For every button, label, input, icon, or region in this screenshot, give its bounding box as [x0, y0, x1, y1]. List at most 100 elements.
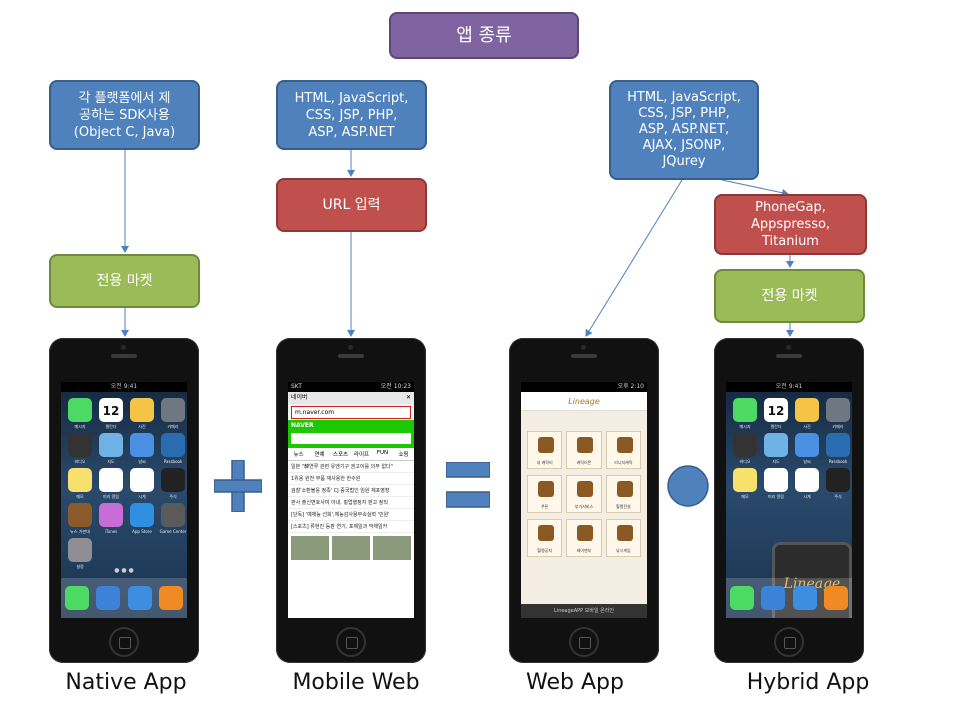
calendar-date: 12: [102, 404, 120, 418]
item-label: 쿠폰: [540, 504, 549, 509]
ios-app-icon: 날씨: [130, 433, 154, 464]
android-status-bar: SKT 오전 10:23: [288, 382, 414, 392]
arrow-webapp-tech-to-phone: [585, 179, 683, 337]
dock-app-icon: [159, 586, 184, 610]
ios-app-icon: 지도: [764, 433, 788, 464]
ios-app-label: 미리 알림: [103, 494, 119, 499]
item-label: 캐릭터몬: [576, 460, 592, 465]
web-app-menu-item: 혈맹전설: [605, 475, 641, 513]
item-label: 혈맹공지: [537, 548, 553, 553]
ios-app-icon: 사진: [795, 398, 819, 429]
item-icon: [616, 481, 633, 497]
camera-dot: [121, 345, 126, 350]
item-icon: [538, 481, 554, 497]
home-button: [569, 627, 599, 657]
ios-app-label: 지도: [772, 459, 780, 464]
ios-app-icon: 미리 알림: [764, 468, 788, 499]
ios-app-label: 메시지: [74, 424, 86, 429]
dock-app-icon: [127, 586, 152, 610]
ios-app-icon: iTunes: [99, 503, 123, 534]
web-app-menu-item: 내 캐릭터: [527, 431, 563, 469]
news-headline: 판사 출신변호사여 아내, 횡업행정지 판고 정직: [288, 497, 414, 509]
ios-app-label: Passbook: [163, 459, 183, 464]
web-app-label: Web App: [526, 670, 624, 695]
ios-app-label: 메시지: [739, 424, 751, 429]
ios-app-label: 카메라: [167, 424, 179, 429]
ios-app-label: 비디오: [74, 459, 86, 464]
ios-app-label: 메모: [76, 494, 84, 499]
camera-dot: [581, 345, 586, 350]
web-app-menu-item: 부가서비스: [566, 475, 602, 513]
hybrid-framework-box: PhoneGap, Appspresso, Titanium: [714, 194, 867, 255]
ios-app-label: 메모: [741, 494, 749, 499]
speaker-grill: [338, 354, 364, 358]
web-app-menu-item: 리니지캐릭: [605, 431, 641, 469]
ios-app-icon: 사진: [130, 398, 154, 429]
ios-app-icon: 카메라: [161, 398, 185, 429]
naver-search-bar: [288, 432, 414, 448]
arrow-webapp-tech-to-hybrid: [721, 179, 789, 197]
carrier-label: SKT: [291, 383, 302, 390]
ios-app-icon: Passbook: [161, 433, 185, 464]
news-headline: [단독] '예체능 선희',체능감사용부속실력 '민원': [288, 509, 414, 521]
url-field: m.naver.com: [291, 405, 411, 419]
ios-app-label: Game Center: [159, 529, 187, 534]
hybrid-app-label: Hybrid App: [746, 670, 870, 695]
lineage-logo: Lineage: [521, 392, 647, 411]
ios-status-bar: 오전 9:41: [61, 382, 187, 392]
news-tab: 쇼핑: [398, 452, 409, 458]
ios-app-icon: 메시지: [68, 398, 92, 429]
item-icon: [577, 481, 594, 497]
web-app-menu-item: 캐릭터몬: [566, 431, 602, 469]
dock-app-icon: [729, 586, 754, 610]
camera-dot: [786, 345, 791, 350]
speaker-grill: [571, 354, 597, 358]
ios-app-icon: 비디오: [68, 433, 92, 464]
ios-app-icon: 시계: [130, 468, 154, 499]
ios-app-label: 사진: [803, 424, 811, 429]
native-market-box: 전용 마켓: [49, 254, 200, 308]
ios-app-label: App Store: [132, 529, 152, 534]
home-button: [336, 627, 366, 657]
news-headline: 일본 "韓연루 관련 유엔기구 권고이를 의무 없다": [288, 461, 414, 473]
ios-app-icon: 메모: [68, 468, 92, 499]
item-icon: [616, 525, 633, 541]
item-label: 레이맨부: [576, 548, 592, 553]
news-tab: FUN: [376, 450, 389, 456]
ios-app-icon: App Store: [130, 503, 154, 534]
ios-app-label: Passbook: [828, 459, 848, 464]
news-headline: 검찰'소환불응 정족' CJ 증국법인 임원 체포영장: [288, 485, 414, 497]
ios-app-icon: 지도: [99, 433, 123, 464]
native-app-label: Native App: [65, 670, 187, 695]
web-app-menu-item: 낚시게임: [605, 519, 641, 557]
ios-app-label: 뉴스 가판대: [70, 529, 90, 534]
ios-app-label: 캘린더: [770, 424, 782, 429]
ios-app-label: 시계: [803, 494, 811, 499]
web-app-menu-item: 레이맨부: [566, 519, 602, 557]
item-label: 내 캐릭터: [536, 460, 553, 465]
android-status-bar: 오후 2:10: [521, 382, 647, 392]
ios-app-label: 시계: [138, 494, 146, 499]
home-button: [774, 627, 804, 657]
ios-app-icon: 주식: [161, 468, 185, 499]
dock-app-icon: [64, 586, 89, 610]
item-icon: [577, 525, 594, 541]
ios-app-icon: Game Center: [160, 503, 186, 534]
web-app-footer: LineageAPP 모바일 온라인: [521, 604, 647, 618]
hybrid-market-box: 전용 마켓: [714, 269, 865, 323]
web-app-menu-item: 혈맹공지: [527, 519, 563, 557]
close-tab-icon: ✕: [405, 394, 411, 401]
mobile-web-url-box: URL 입력: [276, 178, 427, 232]
news-thumbnails: [288, 533, 414, 563]
news-tab: 연예: [314, 452, 325, 458]
ios-app-icon: 날씨: [795, 433, 819, 464]
ios-app-label: 사진: [138, 424, 146, 429]
ios-app-icon: 메모: [733, 468, 757, 499]
item-icon: [538, 437, 554, 453]
